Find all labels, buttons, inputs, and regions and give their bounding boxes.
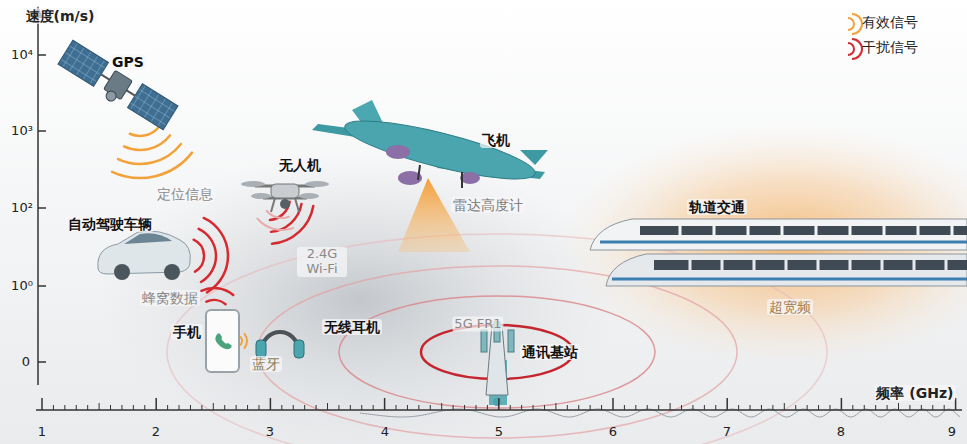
tick-label: 10³ xyxy=(9,124,35,139)
device-label: 通讯基站 xyxy=(520,344,580,360)
axis-title: 频率 (GHz) xyxy=(874,385,955,401)
tick-label: 1 xyxy=(36,425,48,440)
signal-label: 定位信息 xyxy=(155,186,215,202)
axis-title: 速度(m/s) xyxy=(24,8,97,24)
signal-label: 蓝牙 xyxy=(250,356,282,372)
tick-label: 10⁴ xyxy=(9,48,35,63)
tick-label: 5 xyxy=(493,425,505,440)
device-label: 手机 xyxy=(171,324,203,340)
signal-label: 5G FR1 xyxy=(452,317,503,332)
signal-label: 超宽频 xyxy=(767,299,813,315)
tick-label: 4 xyxy=(379,425,391,440)
tick-label: 9 xyxy=(946,425,958,440)
tick-label: 3 xyxy=(264,425,276,440)
legend-entry: 干扰信号 xyxy=(862,39,918,57)
tick-label: 0 xyxy=(20,355,32,370)
device-label: 无线耳机 xyxy=(322,319,382,335)
tick-label: 6 xyxy=(607,425,619,440)
device-label: 无人机 xyxy=(277,157,323,173)
tick-label: 2 xyxy=(150,425,162,440)
legend-entry: 有效信号 xyxy=(862,14,918,32)
signal-label: 雷达高度计 xyxy=(451,197,525,213)
signal-label: 2.4G Wi-Fi xyxy=(297,247,347,277)
tick-label: 8 xyxy=(835,425,847,440)
device-label: 自动驾驶车辆 xyxy=(66,216,154,232)
device-label: 轨道交通 xyxy=(687,199,747,215)
device-label: 飞机 xyxy=(480,132,512,148)
tick-label: 10⁰ xyxy=(9,279,35,294)
tick-label: 7 xyxy=(721,425,733,440)
signal-label: 蜂窝数据 xyxy=(140,290,200,306)
tick-label: 10² xyxy=(9,201,35,216)
device-label: GPS xyxy=(110,54,146,70)
